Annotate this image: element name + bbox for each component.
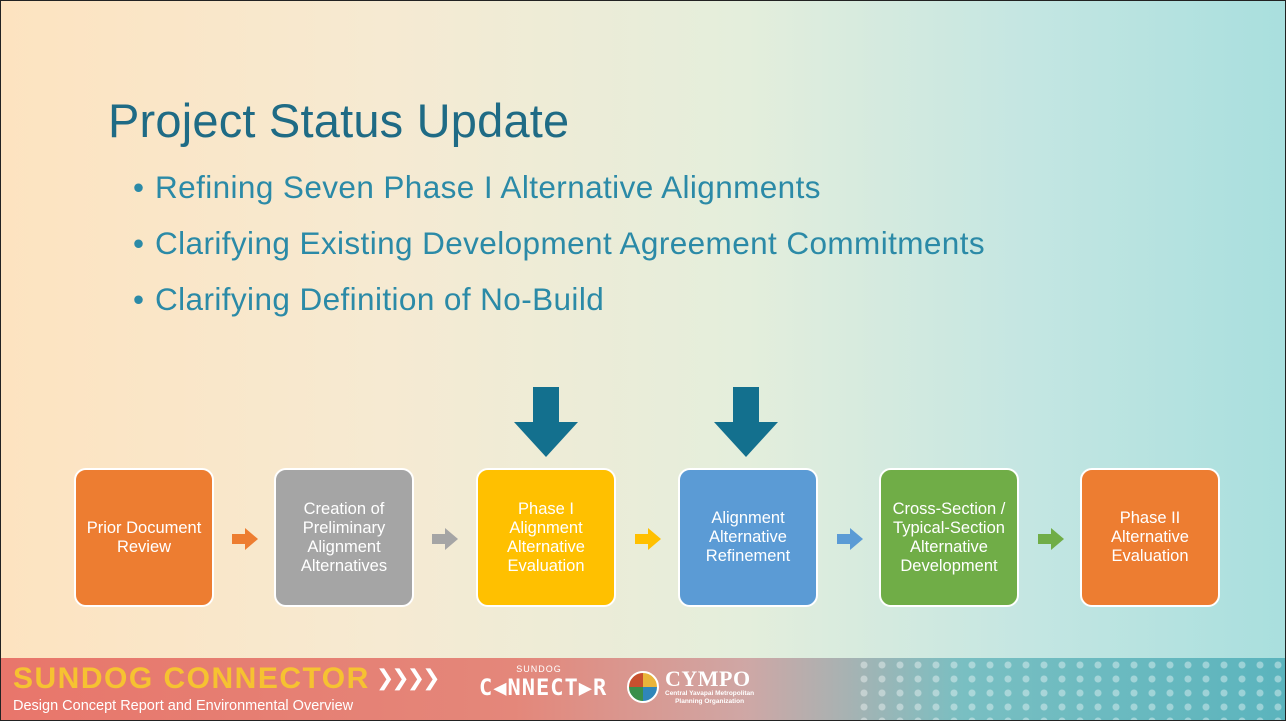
next-arrow-icon	[1038, 528, 1064, 550]
cympo-logo: CYMPO Central Yavapai Metropolitan Plann…	[665, 668, 754, 706]
brand-arrows-icon: ❯❯❯❯	[375, 665, 441, 690]
process-step-alternative-refinement: Alignment Alternative Refinement	[678, 468, 818, 607]
connector-logo-text: C◀NNECT▶R	[479, 676, 608, 701]
bullet-item: • Clarifying Definition of No-Build	[133, 271, 985, 327]
next-arrow-icon	[837, 528, 863, 550]
cympo-full-name-1: Central Yavapai Metropolitan	[665, 690, 755, 697]
bullet-text: Clarifying Definition of No-Build	[155, 281, 605, 317]
process-step-prior-review: Prior Document Review	[74, 468, 214, 607]
process-step-phase-1-evaluation: Phase I Alignment Alternative Evaluation	[476, 468, 616, 607]
bullet-glyph: •	[133, 169, 145, 205]
next-arrow-icon	[635, 528, 661, 550]
dot-pattern	[855, 658, 1285, 720]
bullet-glyph: •	[133, 225, 145, 261]
brand-title: SUNDOG CONNECTOR	[13, 662, 370, 695]
cympo-full-name-2: Planning Organization	[675, 698, 745, 705]
current-stage-arrow-icon	[514, 387, 578, 457]
process-step-cross-section-development: Cross-Section / Typical-Section Alternat…	[879, 468, 1019, 607]
process-step-preliminary-alternatives: Creation of Preliminary Alignment Altern…	[274, 468, 414, 607]
footer-banner: SUNDOG CONNECTOR❯❯❯❯ Design Concept Repo…	[1, 658, 1285, 720]
current-stage-arrow-icon	[714, 387, 778, 457]
bullet-item: • Clarifying Existing Development Agreeme…	[133, 215, 985, 271]
bullet-glyph: •	[133, 281, 145, 317]
brand-subtitle: Design Concept Report and Environmental …	[13, 698, 354, 714]
connector-logo: SUNDOG C◀NNECT▶R	[479, 662, 608, 716]
brand-logo: SUNDOG CONNECTOR❯❯❯❯	[13, 662, 441, 696]
bullet-text: Clarifying Existing Development Agreemen…	[155, 225, 986, 261]
cympo-name: CYMPO	[665, 666, 751, 691]
next-arrow-icon	[432, 528, 458, 550]
slide-title: Project Status Update	[108, 94, 570, 147]
next-arrow-icon	[232, 528, 258, 550]
bullet-item: • Refining Seven Phase I Alternative Alig…	[133, 159, 985, 215]
process-step-phase-2-evaluation: Phase II Alternative Evaluation	[1080, 468, 1220, 607]
connector-logo-small: SUNDOG	[516, 664, 562, 674]
bullet-list: • Refining Seven Phase I Alternative Alig…	[133, 159, 985, 327]
cympo-globe-icon	[627, 671, 659, 703]
bullet-text: Refining Seven Phase I Alternative Align…	[155, 169, 821, 205]
